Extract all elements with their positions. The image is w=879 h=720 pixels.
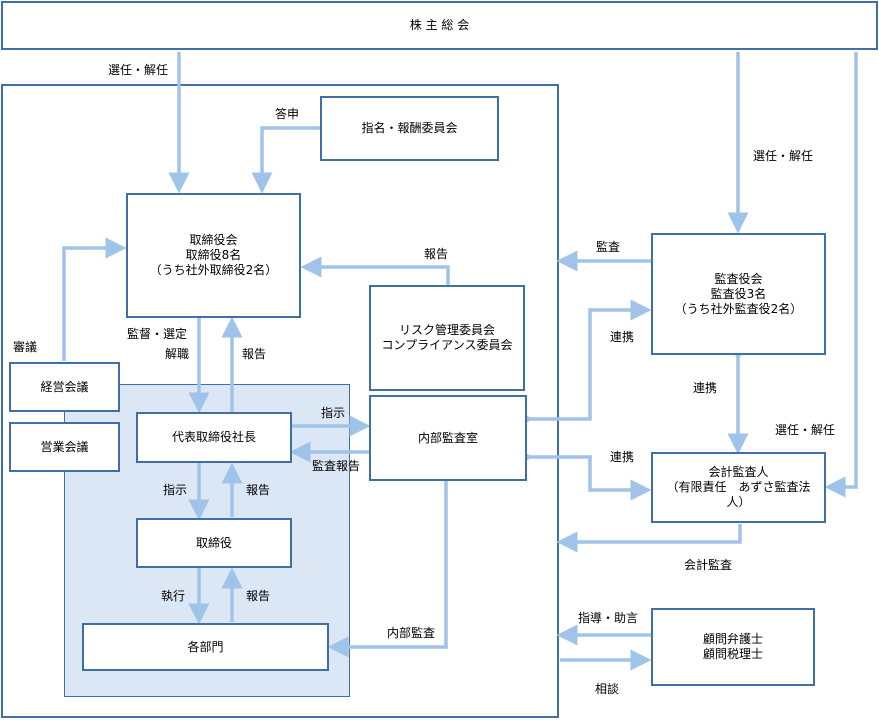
label-execute: 執行 [161,589,186,603]
board-line-1: 取締役会 [189,233,238,247]
directors-label: 取締役 [195,535,232,550]
risk-compliance-committee: リスク管理委員会 コンプライアンス委員会 [369,285,525,391]
label-instruct-audit: 指示 [321,406,346,420]
nomination-committee: 指名・報酬委員会 [320,96,499,161]
label-audit-report: 監査報告 [312,459,361,473]
management-meeting: 経営会議 [9,362,120,412]
label-supervise: 監督・選定 [127,327,188,341]
board-of-directors: 取締役会 取締役8名 （うち社外取締役2名） [126,193,301,318]
advisors-line-1: 顧問弁護士 [702,632,763,646]
president-ceo: 代表取締役社長 [136,412,292,463]
label-instruct-directors: 指示 [163,483,188,497]
internal-audit-office: 内部監査室 [369,395,527,481]
label-report-president: 報告 [242,347,267,361]
label-coop-auditors: 連携 [610,330,635,344]
shareholders-meeting: 株 主 総 会 [1,1,878,50]
internal-audit-label: 内部監査室 [417,430,478,445]
arrow-answer [251,126,321,194]
label-report-risk: 報告 [424,247,449,261]
directors: 取締役 [136,518,292,568]
label-internal-audit: 内部監査 [387,626,436,640]
auditors-line-3: （うち社外監査役2名） [674,301,803,316]
advisors: 顧問弁護士 顧問税理士 [651,608,815,686]
risk-line-1: リスク管理委員会 [398,323,495,337]
arrow-coop-accounting [512,446,652,501]
arrow-deliberate [62,237,127,361]
departments: 各部門 [82,623,329,671]
accounting-line-2: （有限責任 あずさ監査法 [666,480,811,494]
president-label: 代表取締役社長 [171,430,256,444]
label-coop-accounting: 連携 [610,450,635,464]
label-dismiss: 解職 [165,347,190,361]
board-line-2: 取締役8名 [185,248,242,262]
accounting-line-1: 会計監査人 [708,465,769,479]
label-report-departments: 報告 [246,589,271,603]
risk-line-2: コンプライアンス委員会 [381,338,513,352]
label-coop-vertical: 連携 [693,381,718,395]
label-answer: 答申 [275,107,300,121]
label-audit: 監査 [596,240,621,254]
arrow-report-risk [300,256,450,285]
advisors-line-2: 顧問税理士 [702,647,763,661]
auditors-line-1: 監査役会 [714,271,763,286]
mgmt-meeting-label: 経営会議 [40,379,89,394]
audit-board: 監査役会 監査役3名 （うち社外監査役2名） [651,233,826,355]
auditors-line-2: 監査役3名 [710,286,767,301]
departments-label: 各部門 [187,639,224,654]
label-elect-auditors: 選任・解任 [753,149,814,163]
accounting-line-3: 人） [726,495,751,509]
arrow-coop-auditors [512,299,652,430]
nomination-label: 指名・報酬委員会 [361,121,458,135]
label-accounting-audit: 会計監査 [684,558,733,572]
shareholders-label: 株 主 総 会 [409,18,470,32]
accounting-auditor: 会計監査人 （有限責任 あずさ監査法 人） [651,452,826,523]
sales-meeting: 営業会議 [9,422,120,472]
arrow-internal-audit [327,481,448,658]
arrow-accounting-audit [556,524,742,553]
label-elect-accounting: 選任・解任 [775,423,836,437]
label-deliberate: 審議 [13,340,38,354]
sales-meeting-label: 営業会議 [40,439,89,454]
label-report-directors: 報告 [246,483,271,497]
board-line-3: （うち社外取締役2名） [149,263,278,277]
label-elect-board: 選任・解任 [108,63,169,77]
label-consult: 相談 [595,682,620,696]
arrow-elect-accounting [824,52,858,498]
label-guidance: 指導・助言 [578,611,639,625]
